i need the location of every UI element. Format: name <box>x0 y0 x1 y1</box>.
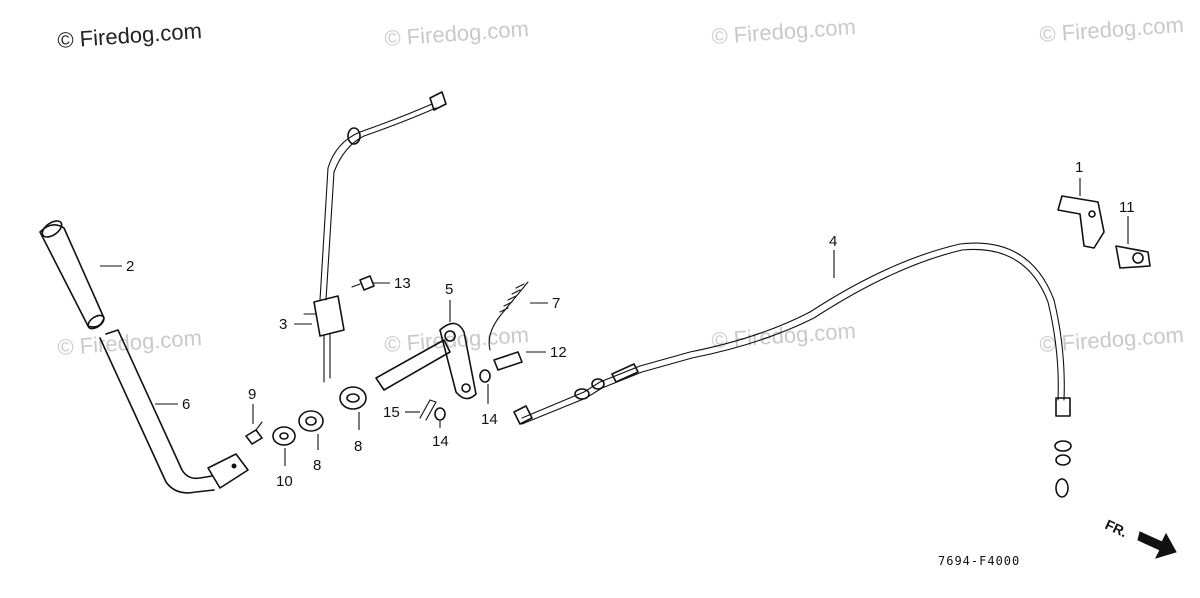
washer-14b[interactable] <box>434 407 446 421</box>
callout-13: 13 <box>394 275 411 292</box>
watermark-mid-2: © Firedog.com <box>384 322 530 357</box>
bushing-8b[interactable] <box>339 386 367 410</box>
bolt-12[interactable] <box>493 351 523 371</box>
front-label: FR. <box>1103 516 1130 540</box>
callout-5: 5 <box>445 281 453 298</box>
bushing-8a[interactable] <box>298 410 324 432</box>
callout-14b: 14 <box>432 433 449 450</box>
callout-15: 15 <box>383 404 400 421</box>
callout-3: 3 <box>279 316 287 333</box>
callout-8a: 8 <box>313 457 321 474</box>
watermark-top-1: © Firedog.com <box>384 16 530 51</box>
front-arrow-icon: FR. <box>1103 516 1177 559</box>
callout-12: 12 <box>550 344 567 361</box>
washer-10[interactable] <box>272 426 296 446</box>
bolt-9[interactable] <box>245 421 263 445</box>
switch-assembly[interactable] <box>303 91 447 383</box>
watermark-mid-3: © Firedog.com <box>711 318 857 353</box>
screw-13[interactable] <box>351 275 375 291</box>
callout-10: 10 <box>276 473 293 490</box>
callout-9: 9 <box>248 386 256 403</box>
callout-4: 4 <box>829 233 837 250</box>
callout-7: 7 <box>552 295 560 312</box>
watermark-top-2: © Firedog.com <box>711 14 857 49</box>
callout-14a: 14 <box>481 411 498 428</box>
washer-14a[interactable] <box>479 369 491 383</box>
callout-8b: 8 <box>354 438 362 455</box>
lever-part[interactable] <box>99 329 249 494</box>
clip-11[interactable] <box>1115 245 1151 269</box>
diagram-code: 7694-F4000 <box>938 554 1020 568</box>
cable-4[interactable] <box>513 242 1072 498</box>
bracket-1[interactable] <box>1057 195 1105 249</box>
arm-5[interactable] <box>375 322 477 400</box>
callout-leaders <box>100 178 1129 466</box>
callout-1: 1 <box>1075 159 1083 176</box>
watermark-top-3: © Firedog.com <box>1039 12 1185 47</box>
pin-15[interactable] <box>419 399 437 421</box>
callout-6: 6 <box>182 396 190 413</box>
watermark-main: © Firedog.com <box>57 18 203 53</box>
callout-11: 11 <box>1119 199 1135 216</box>
spring-7[interactable] <box>488 281 529 351</box>
callout-2: 2 <box>126 258 134 275</box>
watermark-mid-4: © Firedog.com <box>1039 322 1185 357</box>
grip-part[interactable] <box>39 218 107 331</box>
